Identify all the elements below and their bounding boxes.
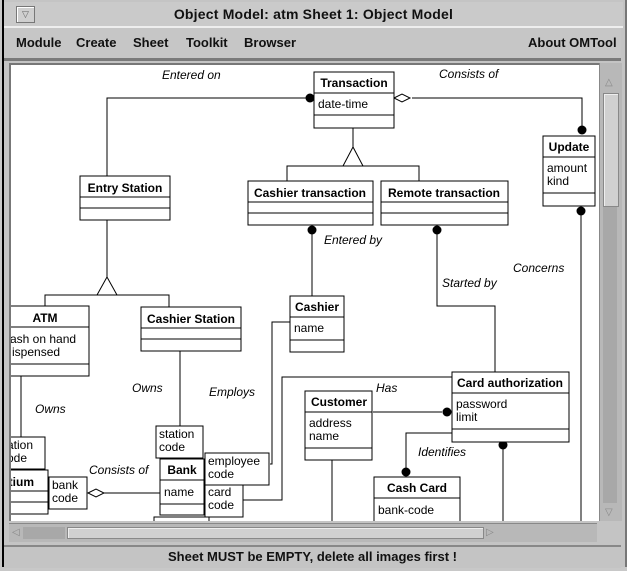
menu-sheet[interactable]: Sheet — [133, 35, 169, 50]
class-name-customer: Customer — [311, 395, 367, 409]
attr-customer-name: name — [309, 429, 339, 443]
class-cash-card[interactable] — [373, 476, 461, 521]
label-owns-mid: Owns — [132, 381, 163, 395]
status-bar: Sheet MUST be EMPTY, delete all images f… — [4, 545, 621, 568]
attr-cash-on-hand: ash on hand — [11, 332, 76, 346]
class-name-cashier: Cashier — [295, 300, 339, 314]
attr-amount: amount — [547, 161, 588, 175]
attr-bank-name: name — [164, 485, 194, 499]
class-cashier-station[interactable] — [140, 306, 242, 352]
class-cashier[interactable] — [289, 295, 345, 353]
scroll-down-arrow-icon[interactable]: ▽ — [605, 507, 613, 518]
class-remote-transaction[interactable] — [380, 180, 509, 226]
class-name-transaction: Transaction — [320, 76, 387, 90]
generalization-triangle-entry-station — [96, 275, 118, 296]
label-entered-by: Entered by — [324, 233, 383, 247]
attr-cashier-name: name — [294, 321, 324, 335]
class-consortium[interactable] — [11, 469, 49, 515]
menu-toolkit[interactable]: Toolkit — [186, 35, 228, 50]
menu-create[interactable]: Create — [76, 35, 117, 50]
horizontal-scrollbar[interactable]: ◁ ▷ — [9, 523, 597, 542]
label-consists-of-top: Consists of — [439, 67, 500, 81]
qualifier-text: card — [208, 485, 231, 499]
class-name-cashier-transaction: Cashier transaction — [254, 186, 366, 200]
menu-browser[interactable]: Browser — [244, 35, 297, 50]
generalization-triangle-transaction — [342, 145, 364, 167]
label-concerns: Concerns — [513, 261, 564, 275]
class-name-cashier-station: Cashier Station — [147, 312, 235, 326]
label-employs: Employs — [209, 385, 255, 399]
class-name-entry-station: Entry Station — [88, 181, 163, 195]
attr-limit: limit — [456, 410, 478, 424]
horizontal-scroll-trough[interactable] — [23, 527, 65, 539]
attr-dispensed: ispensed — [12, 345, 60, 359]
label-started-by: Started by — [442, 276, 498, 290]
attr-address: address — [309, 416, 352, 430]
attr-bank-code: bank-code — [378, 503, 434, 517]
object-model-diagram: Transaction date-time Update amount kind… — [11, 67, 596, 521]
qualifier-text: bank — [52, 478, 79, 492]
vertical-scroll-trough[interactable] — [603, 207, 617, 503]
qualifier-text: ode — [11, 451, 27, 465]
class-name-consortium: rtium — [11, 475, 34, 489]
vertical-scroll-thumb[interactable] — [603, 93, 619, 207]
qualifier-station-code-left — [11, 436, 46, 470]
class-customer[interactable] — [304, 390, 373, 461]
class-atm[interactable] — [11, 305, 90, 377]
attr-kind: kind — [547, 174, 569, 188]
qualifier-station-code — [155, 425, 204, 459]
class-name-card-authorization: Card authorization — [457, 376, 563, 390]
label-has: Has — [376, 381, 397, 395]
class-name-cash-card: Cash Card — [387, 481, 447, 495]
attr-date-time: date-time — [318, 97, 368, 111]
scroll-up-arrow-icon[interactable]: △ — [605, 77, 613, 88]
qualifier-text: employee — [208, 454, 260, 468]
class-transaction[interactable] — [313, 71, 395, 129]
qualifier-text: code — [159, 440, 185, 454]
class-name-bank: Bank — [167, 463, 197, 477]
label-consists-of-bottom: Consists of — [89, 463, 150, 477]
vertical-scrollbar[interactable]: △ ▽ — [599, 63, 622, 521]
qualifier-text: ation — [11, 438, 33, 452]
attr-password: password — [456, 397, 507, 411]
class-name-update: Update — [549, 140, 590, 154]
qualifier-bank-code — [48, 476, 88, 510]
window-menu-icon[interactable]: ▽ — [16, 6, 35, 23]
class-cashier-transaction[interactable] — [247, 180, 374, 226]
scroll-left-arrow-icon[interactable]: ◁ — [12, 527, 20, 538]
qualifier-text: code — [208, 498, 234, 512]
class-bank[interactable] — [153, 458, 210, 521]
qualifier-card-code — [204, 484, 244, 518]
qualifier-text: station — [159, 427, 194, 441]
qualifier-text: code — [52, 491, 78, 505]
label-owns-left: Owns — [35, 402, 66, 416]
menu-module[interactable]: Module — [16, 35, 62, 50]
class-card-authorization[interactable] — [451, 371, 570, 443]
diagram-canvas[interactable]: Transaction date-time Update amount kind… — [9, 63, 599, 521]
class-update[interactable] — [542, 135, 596, 207]
class-name-atm: ATM — [32, 311, 57, 325]
menu-bar: Module Create Sheet Toolkit Browser Abou… — [4, 28, 621, 61]
class-entry-station[interactable] — [79, 175, 171, 221]
qualifier-employee-code — [204, 452, 270, 486]
horizontal-scroll-thumb[interactable] — [67, 527, 484, 539]
class-name-remote-transaction: Remote transaction — [388, 186, 500, 200]
many-multiplicity-dots — [305, 93, 587, 477]
aggregation-diamond-consortium — [86, 488, 106, 498]
scroll-right-arrow-icon[interactable]: ▷ — [486, 527, 494, 538]
qualifier-text: code — [208, 467, 234, 481]
aggregation-diamond-transaction — [392, 93, 412, 103]
menu-about-omtool[interactable]: About OMTool — [528, 35, 617, 50]
label-identifies: Identifies — [418, 445, 466, 459]
label-entered-on: Entered on — [162, 68, 221, 82]
window-title: Object Model: atm Sheet 1: Object Model — [173, 6, 454, 22]
title-bar: ▽ Object Model: atm Sheet 1: Object Mode… — [4, 2, 623, 28]
